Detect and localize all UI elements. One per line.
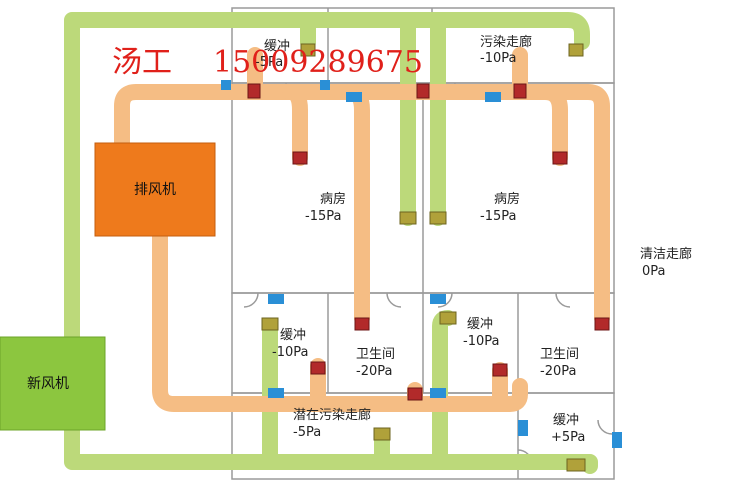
watermark-phone: 15009289675 (213, 45, 423, 80)
supply-air-ducts (64, 12, 598, 474)
exhaust-damper (594, 317, 610, 331)
room-pressure: -10Pa (463, 334, 499, 349)
vent (221, 80, 231, 90)
exhaust-damper (310, 361, 326, 375)
room-name: 潜在污染走廊 (293, 407, 371, 423)
supply-duct-main-bottom (64, 422, 598, 474)
vent (430, 294, 446, 304)
room-name: 卫生间 (356, 347, 395, 362)
room-name: 缓冲 (264, 39, 290, 54)
room-pressure: -20Pa (356, 364, 392, 379)
room-name: 病房 (320, 191, 346, 207)
exhaust-branch-ward-left (282, 84, 308, 166)
supply-damper (261, 317, 279, 331)
exhaust-fan-label: 排风机 (134, 182, 176, 198)
supply-damper (568, 43, 584, 57)
room-name: 污染走廊 (480, 34, 532, 50)
vent (485, 92, 501, 102)
fresh-air-unit-label: 新风机 (27, 376, 69, 392)
door-arc (437, 292, 453, 308)
exhaust-duct-main-bottom (152, 224, 528, 412)
supply-damper (373, 427, 391, 441)
room-pressure: -15Pa (305, 209, 341, 224)
exhaust-damper (407, 387, 423, 401)
exhaust-fan: 排风机 (94, 142, 216, 237)
door-arc (243, 292, 259, 308)
fresh-air-unit: 新风机 (0, 336, 106, 431)
room-pressure: -10Pa (272, 345, 308, 360)
room-name: 缓冲 (467, 317, 493, 332)
exhaust-dampers (247, 83, 610, 401)
room-pressure: 0Pa (642, 264, 666, 279)
room-pressure: +5Pa (551, 430, 585, 445)
exhaust-damper (492, 363, 508, 377)
supply-damper (429, 211, 447, 225)
air-vents (221, 80, 622, 448)
room-pressure: -20Pa (540, 364, 576, 379)
exhaust-fan-box (94, 142, 216, 237)
exhaust-damper (513, 83, 527, 99)
room-pressure: -10Pa (480, 51, 516, 66)
supply-damper (399, 211, 417, 225)
vent (346, 92, 362, 102)
supply-damper (300, 43, 316, 57)
vent (430, 388, 446, 398)
vent (320, 80, 330, 90)
fresh-air-unit-box (0, 336, 106, 431)
exhaust-damper (354, 317, 370, 331)
room-labels: 缓冲 -5Pa 污染走廊 -10Pa 病房 -15Pa 病房 -15Pa 清洁走… (255, 34, 692, 445)
room-name: 清洁走廊 (640, 246, 692, 262)
supply-damper (439, 311, 457, 325)
door-arc (386, 292, 402, 308)
floor-plan-walls (231, 7, 615, 480)
room-name: 缓冲 (553, 413, 579, 428)
exhaust-damper (416, 83, 430, 99)
vent (518, 420, 528, 436)
room-name: 缓冲 (280, 328, 306, 343)
room-pressure: -5Pa (293, 425, 321, 440)
vent (612, 432, 622, 448)
exhaust-damper (247, 83, 261, 99)
vent (268, 294, 284, 304)
exhaust-branch-toilet-left (342, 84, 370, 326)
room-name: 病房 (494, 191, 520, 207)
room-pressure: -5Pa (255, 55, 283, 70)
door-arc (555, 292, 571, 308)
exhaust-branch-ward-right (537, 84, 568, 166)
door-arc (597, 419, 613, 435)
watermark: 汤工 15009289675 (112, 45, 423, 80)
supply-dampers (261, 43, 586, 472)
watermark-name: 汤工 (112, 45, 172, 80)
exhaust-damper (552, 151, 568, 165)
room-pressure: -15Pa (480, 209, 516, 224)
supply-damper (566, 458, 586, 472)
room-name: 卫生间 (540, 347, 579, 362)
exhaust-damper (292, 151, 308, 165)
supply-duct-main-top (64, 12, 590, 353)
vent (268, 388, 284, 398)
